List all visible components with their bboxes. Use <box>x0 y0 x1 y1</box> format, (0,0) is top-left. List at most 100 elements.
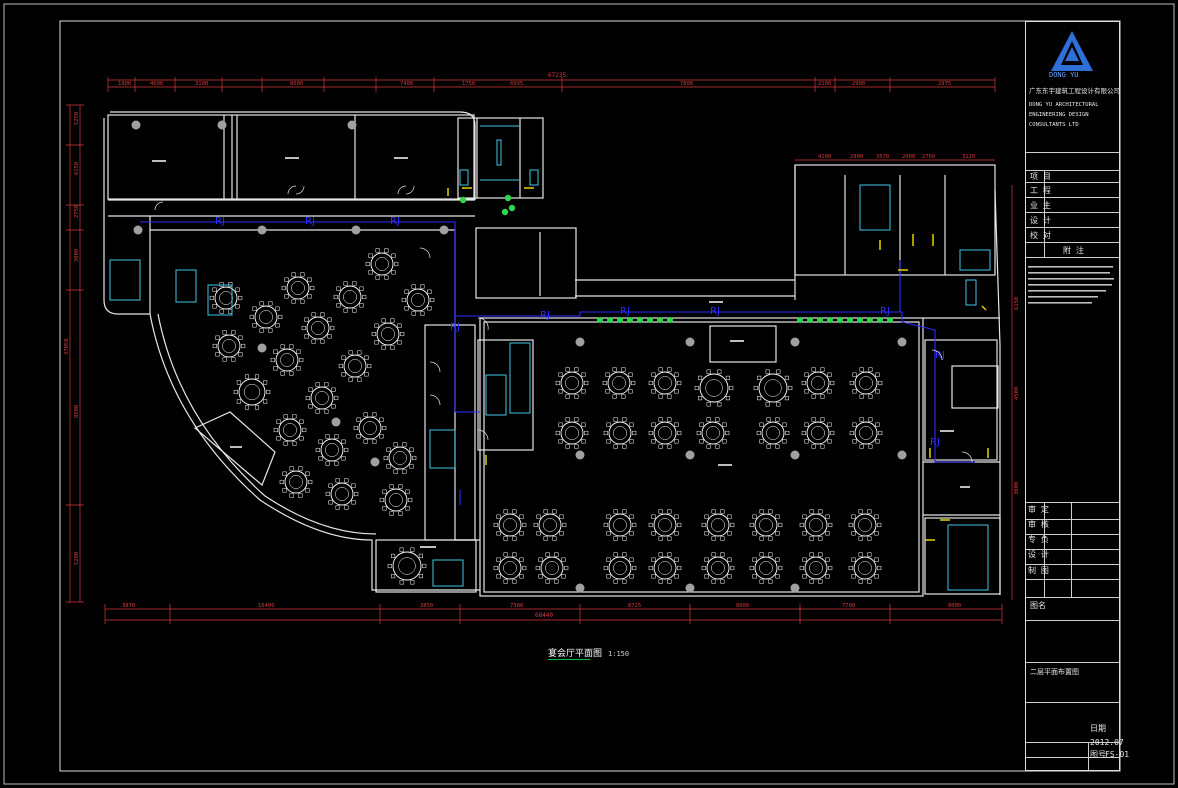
chair <box>536 514 541 519</box>
chair <box>877 565 882 571</box>
chair <box>711 579 716 584</box>
tb-divider <box>1026 742 1119 743</box>
chair <box>398 511 403 516</box>
chair <box>331 404 336 409</box>
chair <box>622 417 627 422</box>
tb-divider <box>1026 152 1119 153</box>
pipe-label: RJ <box>710 306 720 317</box>
chair <box>757 375 762 380</box>
chair <box>859 444 864 449</box>
chair <box>629 531 634 536</box>
chair <box>236 399 241 404</box>
chair <box>397 340 402 345</box>
table-inner <box>393 451 407 465</box>
chair <box>398 484 403 489</box>
table-inner <box>859 376 873 390</box>
chair <box>315 382 320 387</box>
table <box>854 421 878 445</box>
tb-number-value: FS-01 <box>1105 750 1130 759</box>
chair <box>364 372 369 377</box>
chair <box>364 355 369 360</box>
table <box>653 371 677 395</box>
column <box>790 450 800 460</box>
chair <box>311 312 316 317</box>
chair <box>801 430 806 436</box>
chair <box>222 357 227 362</box>
column <box>257 343 267 353</box>
chair <box>667 536 672 541</box>
chair <box>399 547 404 552</box>
chair <box>715 444 720 449</box>
chair <box>725 430 730 436</box>
chair <box>574 417 579 422</box>
chair <box>651 557 656 562</box>
chair <box>778 522 783 528</box>
chair <box>336 303 341 308</box>
chair <box>768 509 773 514</box>
tb-row-label: 设 计 <box>1030 216 1051 225</box>
chair <box>667 367 672 372</box>
chair <box>768 552 773 557</box>
chair <box>344 447 349 453</box>
tb-divider <box>1026 519 1119 520</box>
chair <box>658 579 663 584</box>
chair <box>622 444 627 449</box>
door-marker <box>981 305 987 311</box>
table-inner <box>711 518 725 532</box>
chair <box>276 419 281 424</box>
chair <box>698 375 703 380</box>
chair <box>878 380 883 386</box>
chair <box>279 479 284 485</box>
plant <box>647 317 653 323</box>
dimension-label: 4600 <box>150 81 163 87</box>
table <box>804 513 828 537</box>
tb-number-label: 图号 <box>1090 750 1106 759</box>
chair <box>852 422 857 427</box>
chair <box>768 579 773 584</box>
table-inner <box>759 561 773 575</box>
chair <box>648 522 653 528</box>
chair <box>503 509 508 514</box>
chair <box>722 439 727 444</box>
pipe-label: RJ <box>215 216 225 227</box>
chair <box>354 491 359 497</box>
chair <box>270 357 275 363</box>
chair <box>848 522 853 528</box>
chair <box>565 367 570 372</box>
chair <box>299 357 304 363</box>
chair <box>327 317 332 322</box>
dimension-ticks-top <box>107 77 996 92</box>
chair <box>825 574 830 579</box>
chair <box>359 303 364 308</box>
tb-divider <box>1026 242 1119 243</box>
chair <box>420 284 425 289</box>
chair <box>720 552 725 557</box>
chair <box>674 389 679 394</box>
table <box>804 556 828 580</box>
chair <box>493 565 498 571</box>
table-inner <box>381 327 395 341</box>
chair <box>405 489 410 494</box>
table-inner <box>289 475 303 489</box>
plant <box>637 317 643 323</box>
chair <box>219 282 224 287</box>
table-inner <box>283 423 297 437</box>
chair <box>331 387 336 392</box>
chair <box>359 286 364 291</box>
chair <box>711 552 716 557</box>
chair <box>365 261 370 267</box>
chair <box>356 434 361 439</box>
table <box>338 285 362 309</box>
chair <box>386 464 391 469</box>
tb-row-label: 业 主 <box>1030 201 1051 210</box>
chair <box>730 522 735 528</box>
tb-divider <box>1026 620 1119 621</box>
chair <box>315 447 320 453</box>
chair <box>333 294 338 300</box>
chair <box>701 565 706 571</box>
chair <box>825 514 830 519</box>
table-inner <box>543 518 557 532</box>
tb-divider <box>1026 212 1119 213</box>
